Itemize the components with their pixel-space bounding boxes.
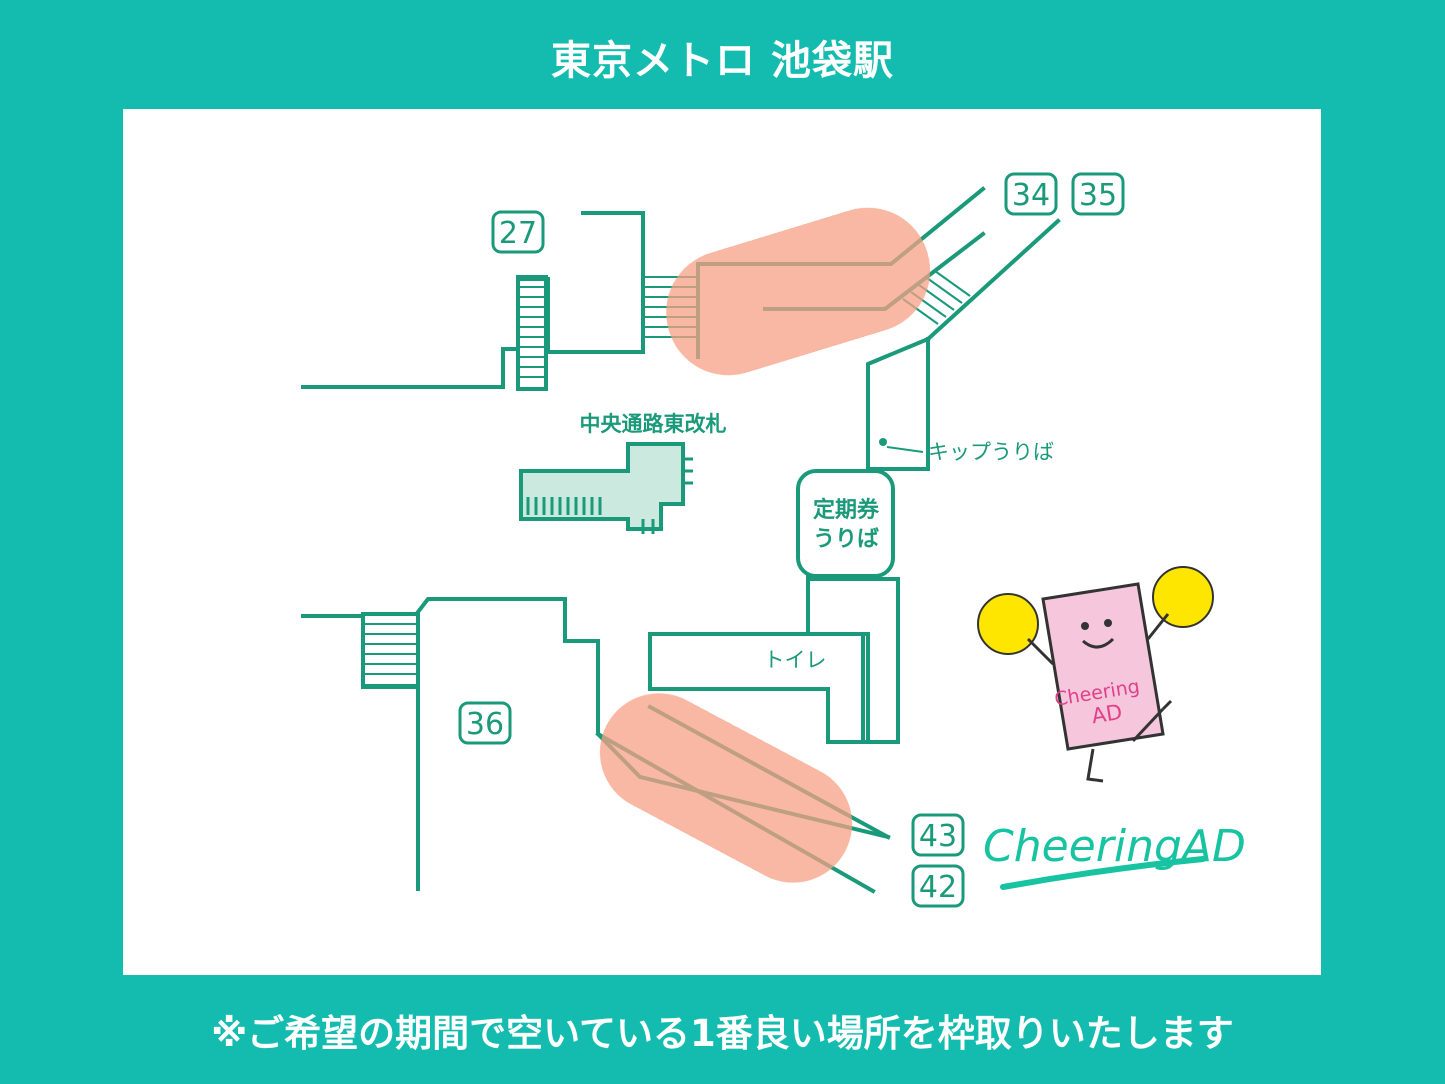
pompom-left: [977, 593, 1039, 655]
mascot-body: [1041, 582, 1165, 751]
cheering-mascot: Cheering AD: [977, 566, 1214, 783]
exit-27-label: 27: [499, 216, 537, 251]
stairs-36: [361, 612, 420, 688]
wall-top-left: [301, 211, 645, 389]
exit-36-label: 36: [466, 707, 504, 742]
page-title: 東京メトロ 池袋駅: [551, 38, 894, 84]
highlight-upper: [666, 207, 931, 376]
pompom-right: [1152, 566, 1214, 628]
exit-43-label: 43: [919, 819, 957, 854]
ticket-sales-marker: [879, 438, 887, 446]
exit-boxes: [458, 172, 1125, 908]
highlight-lower: [599, 693, 853, 883]
logo-text: CheeringAD: [983, 821, 1246, 872]
exit-35-label: 35: [1079, 178, 1117, 213]
central-east-gate: [519, 442, 693, 534]
toilet-label: トイレ: [764, 648, 827, 672]
wall-35-line: [925, 218, 1061, 342]
footer-note: ※ご希望の期間で空いている1番良い場所を枠取りいたします: [211, 1012, 1234, 1055]
mascot-text-2: AD: [1090, 700, 1124, 728]
highlight-areas: [599, 207, 931, 883]
central-east-gate-label: 中央通路東改札: [580, 412, 727, 436]
wall-east-passage: [866, 337, 930, 471]
commuter-pass-booth: [796, 469, 895, 578]
commuter-pass-label-2: うりば: [813, 527, 879, 552]
map-drawing: 27 34 35 36 43 42 中央通路東改札 キップうりば 定期券 うりば…: [301, 172, 1246, 908]
cheeringad-logo: CheeringAD: [983, 821, 1246, 890]
stairs-27: [516, 275, 548, 391]
exit-34-label: 34: [1012, 178, 1050, 213]
wall-toilet: [648, 632, 870, 744]
ticket-sales-label: キップうりば: [928, 440, 1054, 464]
wall-36-outer: [301, 614, 420, 891]
commuter-pass-label-1: 定期券: [813, 497, 880, 523]
station-map: 27 34 35 36 43 42 中央通路東改札 キップうりば 定期券 うりば…: [123, 109, 1321, 975]
exit-42-label: 42: [919, 870, 957, 905]
